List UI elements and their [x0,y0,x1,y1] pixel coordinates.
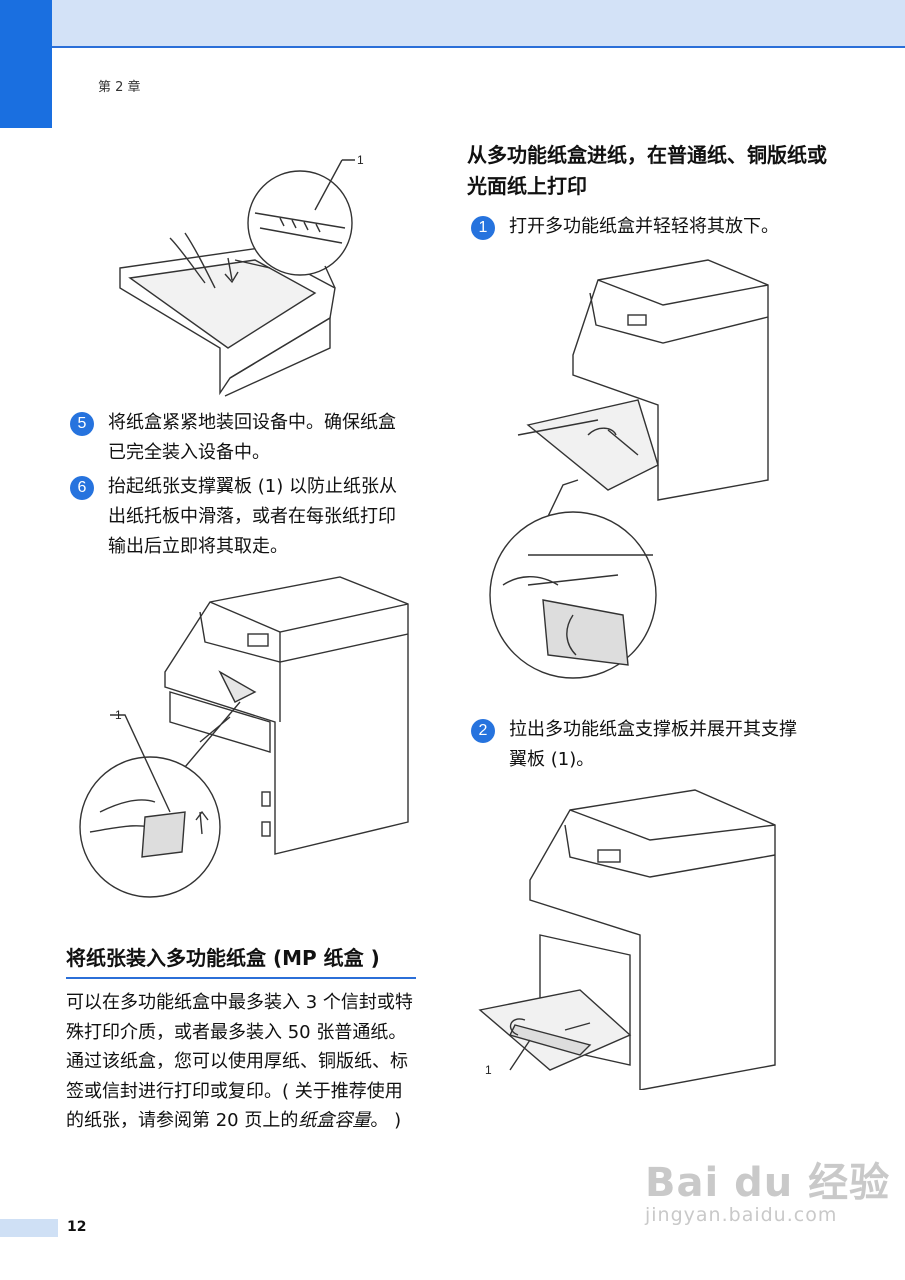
paragraph-text: 可以在多功能纸盒中最多装入 3 个信封或特殊打印介质，或者最多装入 50 张普通… [66,992,413,1131]
page-number: 12 [67,1219,87,1235]
mp-support-extend-illustration: 1 [478,789,776,1090]
step-6: 6 抬起纸张支撑翼板 (1) 以防止纸张从出纸托板中滑落，或者在每张纸打印输出后… [66,472,416,564]
mp-support-callout: 1 [485,1063,492,1077]
chapter-tab [0,0,52,128]
printer-support-flap-illustration: 1 [79,576,409,898]
step-number-badge: 6 [70,476,94,500]
flap-callout: 1 [115,708,122,722]
header-band [0,0,905,48]
step-text: 拉出多功能纸盒支撑板并展开其支撑翼板 (1)。 [509,719,797,770]
chapter-label: 第 2 章 [98,80,141,95]
step-number-badge: 1 [471,216,495,240]
step-1: 1 打开多功能纸盒并轻轻将其放下。 [467,212,827,244]
step-text: 抬起纸张支撑翼板 (1) 以防止纸张从出纸托板中滑落，或者在每张纸打印输出后立即… [108,476,397,557]
section-title: 将纸张装入多功能纸盒 (MP 纸盒 ) [66,943,416,979]
step-5: 5 将纸盒紧紧地装回设备中。确保纸盒已完全装入设备中。 [66,408,416,470]
baidu-watermark: Bai du 经验 jingyan.baidu.com [645,1150,890,1226]
step-text: 打开多功能纸盒并轻轻将其放下。 [509,216,779,237]
step-number-badge: 5 [70,412,94,436]
paper-tray-illustration: 1 [119,153,364,397]
paragraph-end: 。 ) [370,1110,402,1131]
step-2: 2 拉出多功能纸盒支撑板并展开其支撑翼板 (1)。 [467,715,827,777]
right-section-heading: 从多功能纸盒进纸，在普通纸、铜版纸或光面纸上打印 [467,143,827,198]
step-number-badge: 2 [471,719,495,743]
watermark-main: Bai du 经验 [645,1160,891,1206]
step-text: 将纸盒紧紧地装回设备中。确保纸盒已完全装入设备中。 [108,412,396,463]
watermark-sub: jingyan.baidu.com [645,1204,838,1226]
footer-bar [0,1219,58,1237]
mp-tray-open-illustration [489,259,769,679]
tray-callout: 1 [357,153,364,167]
tray-capacity-link[interactable]: 纸盒容量 [298,1110,371,1131]
section-paragraph: 可以在多功能纸盒中最多装入 3 个信封或特殊打印介质，或者最多装入 50 张普通… [66,988,416,1136]
